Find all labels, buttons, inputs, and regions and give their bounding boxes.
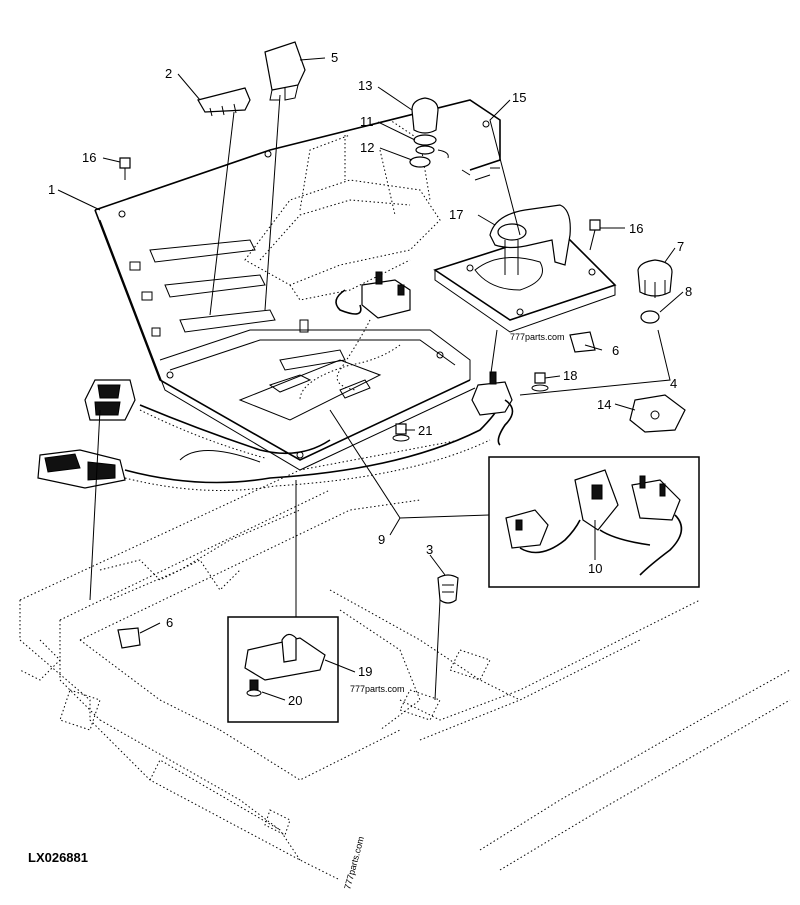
control-panel xyxy=(94,99,501,471)
callout-8: 8 xyxy=(685,284,692,299)
callout-15: 15 xyxy=(512,90,526,105)
right-plate xyxy=(433,167,617,333)
wiring-harness xyxy=(124,344,501,491)
callout-10: 10 xyxy=(588,561,602,576)
callout-7: 7 xyxy=(677,239,684,254)
knob-13-stack xyxy=(409,97,449,168)
callout-18: 18 xyxy=(563,368,577,383)
callout-2: 2 xyxy=(165,66,172,81)
reference-code: LX026881 xyxy=(28,850,88,865)
callout-14: 14 xyxy=(597,397,611,412)
item-14-bracket xyxy=(629,394,686,433)
callout-19: 19 xyxy=(358,664,372,679)
chassis-frame xyxy=(19,439,791,881)
inset-19-20 xyxy=(227,616,339,723)
watermark-3: 777parts.com xyxy=(342,835,366,890)
callout-21: 21 xyxy=(418,423,432,438)
callout-6b: 6 xyxy=(166,615,173,630)
item-2-clip xyxy=(197,87,251,117)
callout-3: 3 xyxy=(426,542,433,557)
callout-1: 1 xyxy=(48,182,55,197)
callout-5: 5 xyxy=(331,50,338,65)
connector-4 xyxy=(471,371,514,446)
bolts xyxy=(119,157,601,604)
item-6-clips xyxy=(117,331,596,649)
callout-9: 9 xyxy=(378,532,385,547)
inset-9-10 xyxy=(488,456,700,588)
watermark-2: 777parts.com xyxy=(350,684,405,694)
callout-16: 16 xyxy=(82,150,96,165)
left-connectors xyxy=(37,379,136,489)
callout-16b: 16 xyxy=(629,221,643,236)
console-housing xyxy=(244,119,441,301)
callout-13: 13 xyxy=(358,78,372,93)
center-switch xyxy=(335,271,411,391)
item-5-cover xyxy=(264,41,306,101)
callout-11: 11 xyxy=(360,114,374,129)
leader-lines xyxy=(57,57,684,701)
callout-labels: 1 2 3 4 5 6 6 7 8 9 10 11 12 13 14 15 16… xyxy=(48,50,692,708)
callout-20: 20 xyxy=(288,693,302,708)
watermark-1: 777parts.com xyxy=(510,332,565,342)
knob-7-stack xyxy=(637,259,673,324)
callout-17: 17 xyxy=(449,207,463,222)
callout-6: 6 xyxy=(612,343,619,358)
callout-12: 12 xyxy=(360,140,374,155)
callout-4: 4 xyxy=(670,376,677,391)
